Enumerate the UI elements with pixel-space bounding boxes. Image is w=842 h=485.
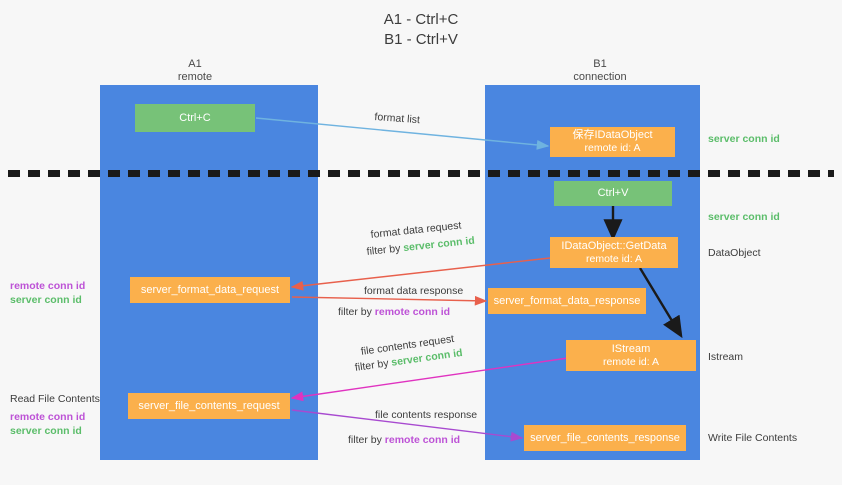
- dashed-divider: [8, 170, 834, 177]
- edge-filter-prefix-1: filter by: [366, 242, 404, 258]
- lane-a1-name: A1: [188, 58, 202, 70]
- edge-filter-prefix-2: filter by: [338, 306, 375, 318]
- node-getdata[interactable]: IDataObject::GetData remote id: A: [550, 237, 678, 268]
- edge-label-file-contents-response-text: file contents response: [375, 409, 478, 421]
- node-getdata-line2: remote id: A: [585, 252, 643, 265]
- left-note-file-server: server conn id: [10, 425, 82, 437]
- node-ctrl-c-label: Ctrl+C: [179, 111, 211, 124]
- right-note-istream: Istream: [708, 351, 744, 363]
- edge-filter-key-2: remote conn id: [374, 306, 451, 318]
- right-note-server-conn-id-top: server conn id: [708, 133, 780, 145]
- edge-filter-prefix-4: filter by: [348, 434, 385, 446]
- title-line-1: A1 - Ctrl+C: [383, 11, 459, 28]
- node-server-file-contents-request[interactable]: server_file_contents_request: [128, 393, 290, 419]
- node-save-idataobject-line1: 保存IDataObject: [572, 129, 653, 141]
- node-server-format-data-response[interactable]: server_format_data_response: [488, 288, 646, 314]
- diagram-title: A1 - Ctrl+C B1 - Ctrl+V: [0, 10, 842, 50]
- node-istream-line2: remote id: A: [602, 355, 660, 368]
- edge-label-format-data-response-text: format data response: [364, 285, 464, 297]
- node-server-format-data-request[interactable]: server_format_data_request: [130, 277, 290, 303]
- lane-a1-role: remote: [177, 71, 213, 83]
- node-server-file-contents-request-label: server_file_contents_request: [138, 399, 280, 412]
- lane-b1-role: connection: [573, 71, 627, 83]
- lane-header-b1: B1 connection: [525, 58, 675, 84]
- title-line-2: B1 - Ctrl+V: [384, 31, 458, 48]
- node-ctrl-v-label: Ctrl+V: [597, 187, 629, 199]
- edge-filter-key-1: server conn id: [402, 234, 476, 255]
- node-istream-line1: IStream: [611, 342, 651, 355]
- node-server-file-contents-response-label: server_file_contents_response: [530, 431, 680, 444]
- node-ctrl-v[interactable]: Ctrl+V: [554, 181, 672, 206]
- node-server-file-contents-response[interactable]: server_file_contents_response: [524, 425, 686, 451]
- lane-header-a1: A1 remote: [120, 58, 270, 84]
- edge-filter-key-4: remote conn id: [384, 434, 461, 446]
- edge-label-file-contents-response: file contents response: [375, 408, 477, 422]
- left-note-file: Read File Contents remote conn id server…: [10, 392, 100, 438]
- node-server-format-data-request-label: server_format_data_request: [140, 283, 280, 296]
- right-note-dataobject: DataObject: [708, 247, 761, 259]
- node-save-idataobject-line2: remote id: A: [584, 142, 641, 154]
- left-note-format-server: server conn id: [10, 294, 82, 306]
- left-note-file-remote: remote conn id: [10, 411, 86, 423]
- edge-label-format-list: format list: [374, 110, 421, 127]
- node-server-format-data-response-label: server_format_data_response: [493, 294, 641, 307]
- edge-filter-format-data-response: filter by remote conn id: [338, 305, 450, 319]
- left-note-file-heading: Read File Contents: [10, 393, 100, 405]
- left-note-format: remote conn id server conn id: [10, 279, 85, 307]
- edge-filter-prefix-3: filter by: [354, 356, 393, 374]
- edge-filter-file-contents-response: filter by remote conn id: [348, 433, 460, 447]
- node-getdata-line1: IDataObject::GetData: [561, 239, 667, 252]
- lane-b1-name: B1: [593, 58, 607, 70]
- edge-label-format-data-response: format data response: [364, 284, 463, 298]
- right-note-write-file-contents: Write File Contents: [708, 432, 798, 444]
- node-istream[interactable]: IStream remote id: A: [566, 340, 696, 371]
- left-note-format-remote: remote conn id: [10, 280, 86, 292]
- node-ctrl-c[interactable]: Ctrl+C: [135, 104, 255, 132]
- node-save-idataobject[interactable]: 保存IDataObject remote id: A: [550, 127, 675, 157]
- right-note-server-conn-id-mid: server conn id: [708, 211, 780, 223]
